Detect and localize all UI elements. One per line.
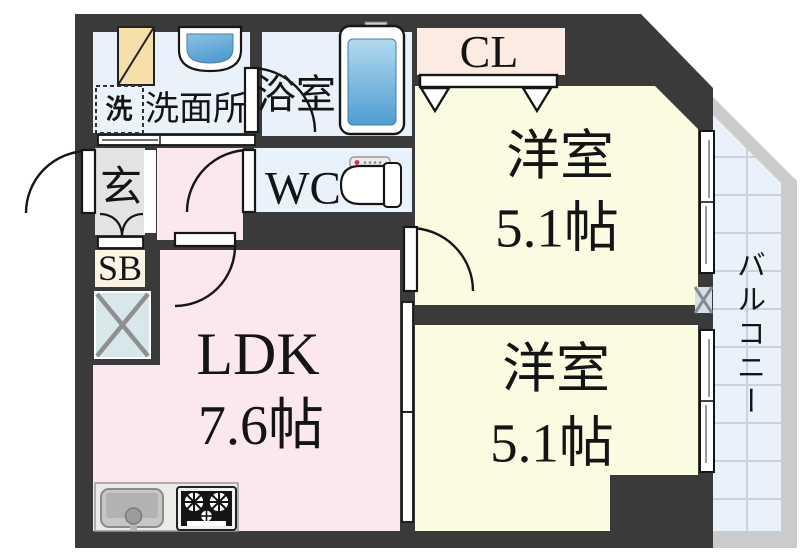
room-bedroom-top — [415, 86, 698, 305]
shoe-cupboard-doors — [99, 212, 144, 238]
washroom-sliding-door — [97, 134, 256, 146]
label-laundry: 洗 — [105, 94, 133, 125]
washing-machine-pan — [95, 85, 144, 134]
hallway — [157, 148, 243, 240]
label-shoe-box: SB — [97, 248, 143, 288]
wall-x-panel — [693, 286, 714, 314]
shoe-box-area — [95, 250, 145, 287]
entry-door — [24, 148, 97, 215]
entrance-step — [144, 150, 156, 233]
ldk-door — [173, 231, 237, 308]
wc-door — [185, 148, 257, 214]
toilet-icon — [339, 156, 402, 208]
bathtub-icon — [338, 21, 406, 136]
window-bedroom-bottom — [699, 329, 715, 473]
room-bedroom-bottom — [415, 325, 698, 531]
window-bedroom-top — [699, 130, 715, 274]
label-ldk: LDK — [196, 321, 320, 387]
pipe-space-box — [94, 291, 151, 359]
storage-cabinet-icon — [117, 26, 155, 86]
kitchen-counter — [94, 482, 239, 532]
label-bathroom: 浴室 — [256, 72, 336, 117]
shoe-box-counter — [97, 236, 144, 249]
label-washroom: 洗面所 — [145, 91, 247, 128]
label-ldk-area: 7.6帖 — [198, 395, 324, 457]
label-balcony: バルコニー — [732, 250, 765, 420]
label-entrance: 玄 — [99, 165, 143, 211]
room-entrance — [95, 148, 145, 235]
bathroom-door — [243, 66, 317, 134]
closet-box — [417, 28, 565, 75]
balcony-tile-grid — [713, 149, 781, 531]
sliding-partition — [401, 301, 414, 523]
stove-icon — [176, 486, 237, 531]
bedroom-top-door — [402, 225, 475, 293]
room-ldk — [93, 250, 400, 531]
kitchen-sink-icon — [100, 488, 164, 531]
label-bedroom-bottom-area: 5.1帖 — [490, 412, 614, 474]
balcony-area — [713, 97, 797, 548]
label-wc: WC — [265, 162, 341, 215]
label-bedroom-top: 洋室 — [506, 126, 614, 186]
label-bedroom-bottom: 洋室 — [502, 339, 610, 399]
closet-folding-door — [418, 73, 559, 114]
label-bedroom-top-area: 5.1帖 — [495, 197, 619, 259]
washbasin-icon — [177, 25, 243, 73]
label-closet: CL — [459, 26, 519, 77]
